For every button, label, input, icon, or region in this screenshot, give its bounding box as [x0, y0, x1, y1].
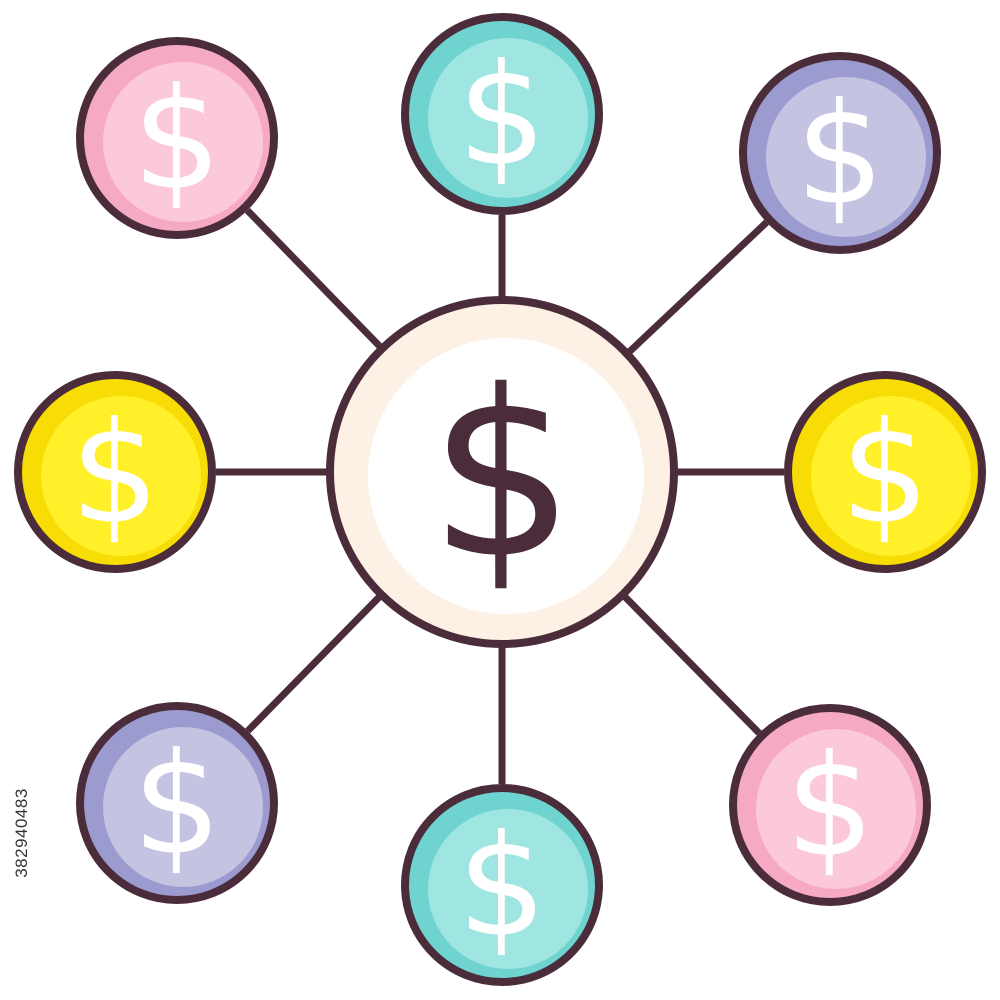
coin-bottom-right: $ [729, 704, 931, 906]
coin-bottom-left: $ [76, 702, 278, 904]
coin-face [103, 727, 263, 887]
hub-dollar-sign-icon: $ [429, 343, 575, 610]
dollar-sign-icon: $ [457, 35, 546, 198]
stock-id-label: 382940483 [12, 788, 31, 878]
coin-top-right: $ [739, 52, 941, 254]
connector-line [620, 592, 762, 736]
coin-face [756, 729, 916, 889]
coin-face [103, 62, 263, 222]
hub-inner-circle [368, 338, 644, 614]
dollar-hub: $ [326, 296, 678, 648]
connector-line [624, 219, 769, 357]
coin-left: $ [14, 371, 216, 573]
dollar-sign-icon: $ [785, 726, 874, 889]
dollar-sign-icon: $ [795, 74, 884, 237]
connector-line [245, 592, 384, 734]
coin-bottom: $ [401, 784, 603, 986]
stock-id-watermark: 382940483 [8, 758, 36, 908]
dollar-sign-icon: $ [132, 59, 221, 222]
coin-face [41, 396, 201, 556]
coin-top-left: $ [76, 37, 278, 239]
dollar-sign-icon: $ [70, 393, 159, 556]
dollar-sign-icon: $ [840, 393, 929, 556]
coin-top: $ [401, 13, 603, 215]
connector-line [244, 207, 385, 352]
coin-face [811, 396, 971, 556]
coin-face [428, 809, 588, 969]
coin-face [766, 77, 926, 237]
connector-lines [216, 207, 784, 784]
dollar-sign-icon: $ [132, 724, 221, 887]
dollar-sign-icon: $ [457, 806, 546, 969]
coin-right: $ [784, 371, 986, 573]
coin-face [428, 38, 588, 198]
coin-nodes: $ $ $ $ $ $ $ $ [14, 13, 986, 986]
